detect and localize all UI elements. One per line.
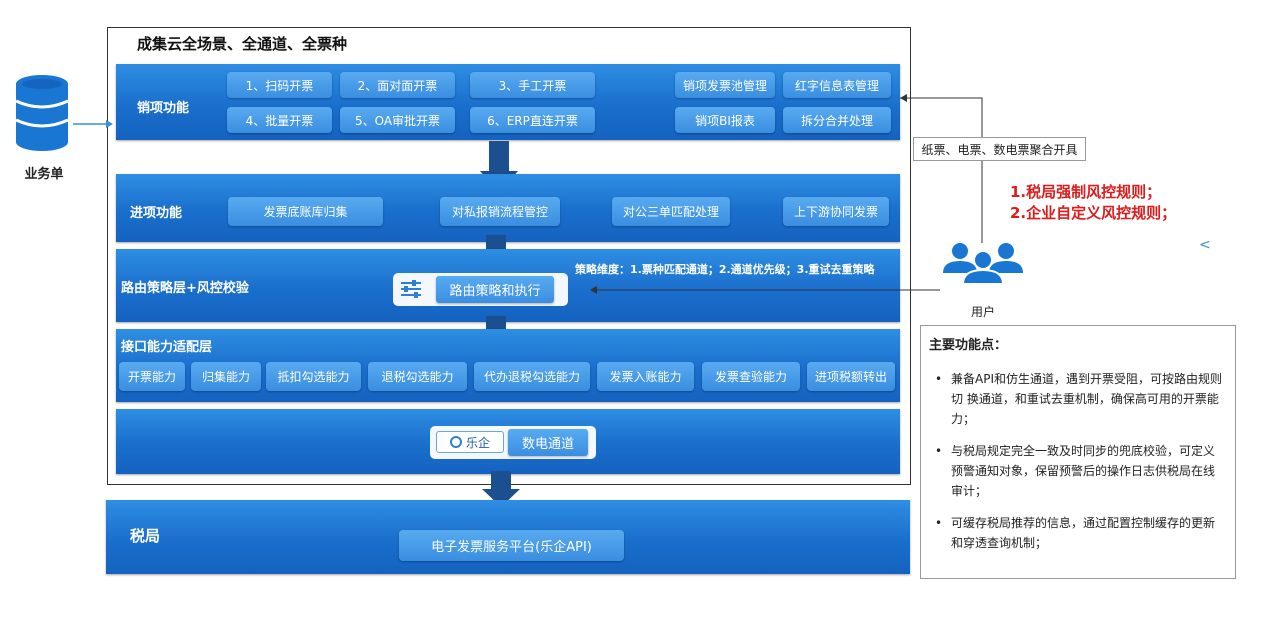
leqi-logo: 乐企 <box>436 431 504 453</box>
caret-icon: < <box>1199 237 1211 253</box>
interface-button-entry[interactable]: 发票入账能力 <box>597 362 694 391</box>
rule-enterprise: 2.企业自定义风控规则； <box>1010 204 1177 222</box>
interface-button-invoice[interactable]: 开票能力 <box>119 362 185 391</box>
features-box: 主要功能点： 兼备API和仿生通道，遇到开票受阻，可按路由规则切 换通道，和重试… <box>920 325 1236 579</box>
database-icon <box>13 73 71 153</box>
rule-tax: 1.税局强制风控规则； <box>1010 183 1162 201</box>
interface-button-deduct[interactable]: 抵扣勾选能力 <box>266 362 361 391</box>
purchase-label: 进项功能 <box>130 206 183 221</box>
paper-label-box: 纸票、电票、数电票聚合开具 <box>913 137 1086 161</box>
feature-item: 与税局规定完全一致及时同步的兜底校验，可定义预警通知对象，保留预警后的操作日志供… <box>929 441 1225 501</box>
routing-exec-button[interactable]: 路由策略和执行 <box>436 276 554 303</box>
sales-button-pool[interactable]: 销项发票池管理 <box>675 72 775 98</box>
source-arrow <box>73 113 113 128</box>
channel-button[interactable]: 数电通道 <box>508 429 588 456</box>
interface-button-refund[interactable]: 退税勾选能力 <box>368 362 467 391</box>
sales-button-split[interactable]: 拆分合并处理 <box>783 107 891 133</box>
sales-button-bi[interactable]: 销项BI报表 <box>675 107 775 133</box>
sales-button-erp[interactable]: 6、ERP直连开票 <box>470 107 595 133</box>
interface-button-transfer[interactable]: 进项税额转出 <box>807 362 895 391</box>
routing-center-box[interactable]: 路由策略和执行 <box>393 273 568 306</box>
sales-button-batch[interactable]: 4、批量开票 <box>227 107 332 133</box>
diagram-title: 成集云全场景、全通道、全票种 <box>137 35 348 53</box>
features-title: 主要功能点： <box>929 338 1008 353</box>
leqi-brand-text: 乐企 <box>465 435 490 450</box>
purchase-button-ledger[interactable]: 发票底账库归集 <box>228 197 383 226</box>
sales-label: 销项功能 <box>137 101 190 116</box>
interface-button-verify[interactable]: 发票查验能力 <box>702 362 800 391</box>
interface-button-agent-refund[interactable]: 代办退税勾选能力 <box>474 362 590 391</box>
business-order-label: 业务单 <box>24 167 64 182</box>
sales-button-red-info[interactable]: 红字信息表管理 <box>783 72 891 98</box>
feature-item: 兼备API和仿生通道，遇到开票受阻，可按路由规则切 换通道，和重试去重机制，确保… <box>929 369 1225 429</box>
routing-label: 路由策略层+风控校验 <box>121 281 249 296</box>
interface-button-collect[interactable]: 归集能力 <box>191 362 261 391</box>
tax-label: 税局 <box>130 527 161 545</box>
flow-arrow <box>482 471 520 507</box>
purchase-button-reimburse[interactable]: 对私报销流程管控 <box>440 197 560 226</box>
channel-box[interactable]: 乐企 数电通道 <box>430 426 596 459</box>
sales-button-oa[interactable]: 5、OA审批开票 <box>340 107 455 133</box>
feature-item: 可缓存税局推荐的信息，通过配置控制缓存的更新和穿透查询机制； <box>929 513 1225 553</box>
sales-button-face[interactable]: 2、面对面开票 <box>340 72 455 98</box>
sales-button-scan[interactable]: 1、扫码开票 <box>227 72 332 98</box>
sales-button-manual[interactable]: 3、手工开票 <box>470 72 595 98</box>
leqi-logo-icon <box>449 436 462 448</box>
tax-platform-button[interactable]: 电子发票服务平台(乐企API) <box>399 530 624 561</box>
user-label: 用户 <box>970 305 995 319</box>
sliders-icon <box>399 279 423 299</box>
purchase-button-match[interactable]: 对公三单匹配处理 <box>612 197 730 226</box>
strategy-text: 策略维度：1.票种匹配通道；2.通道优先级；3.重试去重策略 <box>575 263 875 276</box>
interface-label: 接口能力适配层 <box>121 340 213 355</box>
purchase-button-collab[interactable]: 上下游协同发票 <box>783 197 889 226</box>
users-icon <box>940 241 1026 285</box>
